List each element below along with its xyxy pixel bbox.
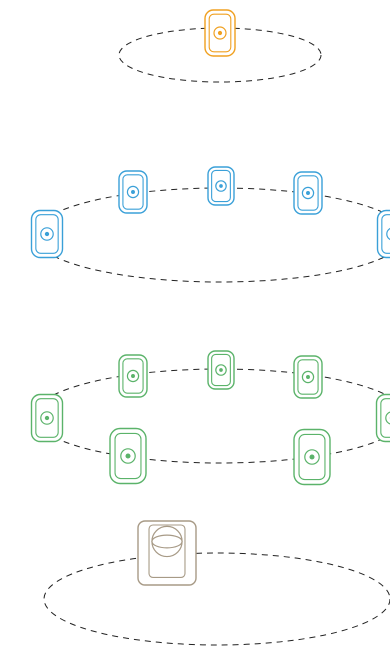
speaker-icon [293,355,323,399]
speaker-icon [207,166,235,206]
speaker-icon [118,170,148,214]
speaker-icon [207,350,235,390]
ring-sub [43,552,390,646]
speaker-icon [204,9,236,57]
speaker-icon [376,209,390,259]
speaker-icon [375,393,390,443]
speaker-array [30,9,390,586]
subwoofer-icon [137,520,197,586]
speaker-icon [118,354,148,398]
ring-top [118,27,322,83]
listening-rings [33,27,390,646]
speaker-icon [30,393,64,443]
speaker-icon [293,428,331,486]
speaker-icon [293,171,323,215]
speaker-icon [109,427,147,485]
speaker-icon [30,209,64,259]
